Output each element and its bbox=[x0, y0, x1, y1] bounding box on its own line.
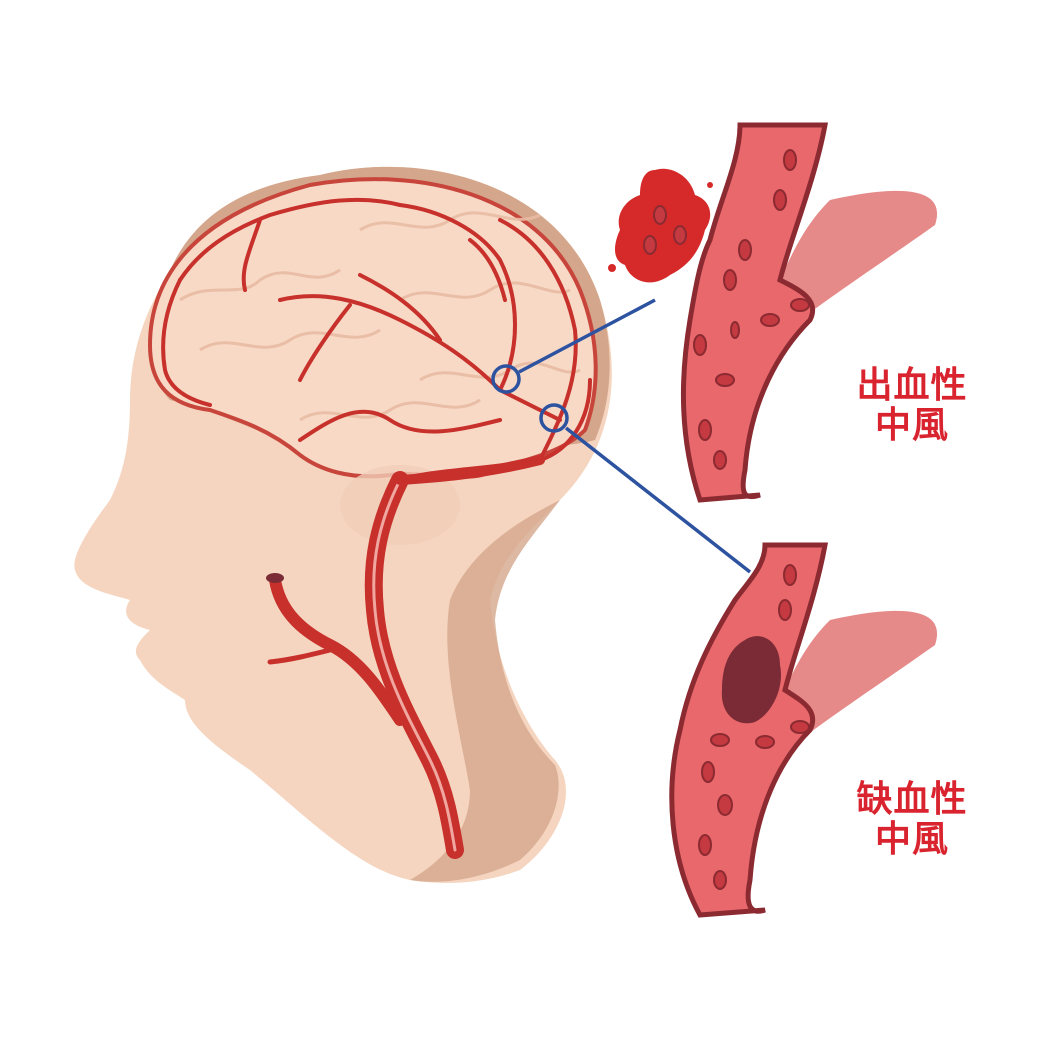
ischemic-vessel-illustration bbox=[669, 542, 938, 918]
hemorrhagic-label-line1: 出血性 bbox=[856, 365, 968, 406]
hemorrhagic-stroke-label: 出血性 中風 bbox=[852, 366, 972, 446]
brain-illustration bbox=[147, 177, 598, 859]
callout-lines bbox=[491, 298, 752, 574]
hemorrhagic-label-line2: 中風 bbox=[874, 405, 949, 446]
ischemic-label-line1: 缺血性 bbox=[856, 779, 968, 820]
ischemic-stroke-label: 缺血性 中風 bbox=[852, 780, 972, 860]
hemorrhagic-vessel-illustration bbox=[608, 122, 938, 503]
ischemic-label-line2: 中風 bbox=[874, 819, 949, 860]
